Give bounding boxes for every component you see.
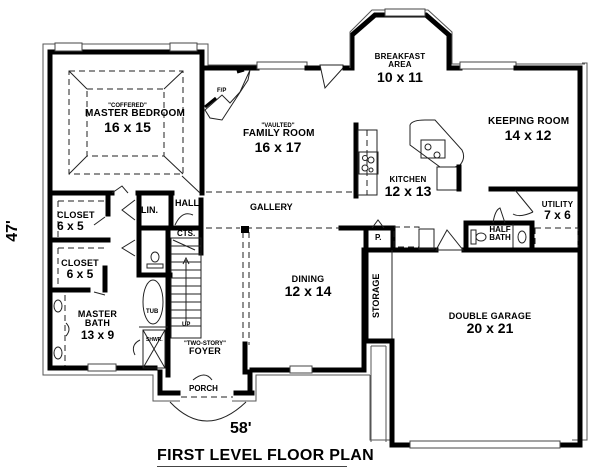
fireplace-label: F/P: [217, 88, 227, 94]
closet1-name: CLOSET: [57, 210, 95, 220]
tub-label: TUB: [146, 309, 159, 315]
dining-name: DINING: [291, 274, 325, 284]
stairs-up-label: UP: [182, 322, 191, 328]
depth-dimension: 47': [3, 220, 21, 242]
breakfast-size: 10 x 11: [377, 68, 423, 85]
room-closet-1: CLOSET 6 x 5: [57, 210, 97, 234]
utility-name: UTILITY: [541, 200, 574, 209]
dining-walls: [241, 226, 367, 375]
garage-name: DOUBLE GARAGE: [448, 311, 532, 321]
master-bath-name: MASTER: [77, 309, 118, 319]
room-dining: DINING 12 x 14: [278, 274, 338, 300]
breakfast-name2: AREA: [388, 60, 412, 70]
width-dimension: 58': [230, 420, 252, 437]
storage-label: STORAGE: [371, 273, 381, 318]
room-closet-2: CLOSET 6 x 5: [60, 258, 100, 282]
half-bath-name2: BATH: [489, 233, 511, 243]
room-master-bedroom: "COFFERED" MASTER BEDROOM 16 x 15: [85, 103, 186, 135]
family-room-size: 16 x 17: [254, 138, 302, 155]
closet2-name: CLOSET: [61, 258, 99, 268]
coats-closet-label: CTS.: [177, 229, 196, 238]
porch-label: PORCH: [189, 384, 218, 393]
room-double-garage: DOUBLE GARAGE 20 x 21: [440, 311, 540, 337]
kitchen-name: KITCHEN: [389, 175, 427, 184]
foyer-note: "TWO-STORY": [183, 341, 227, 347]
garage-size: 20 x 21: [466, 320, 514, 337]
room-family-room: "VAULTED" FAMILY ROOM 16 x 17: [243, 123, 315, 155]
breakfast-bay: [349, 8, 585, 71]
hall-label: HALL: [175, 198, 199, 208]
porch-step-arc: [169, 401, 247, 422]
kitchen-size: 12 x 13: [384, 183, 432, 200]
front-door-swing: [192, 374, 213, 381]
half-bath-name: HALF: [489, 225, 511, 234]
master-bedroom-walls: [47, 42, 205, 371]
family-room-name: FAMILY ROOM: [243, 128, 315, 140]
gallery-label: GALLERY: [250, 202, 293, 212]
closet1-size: 6 x 5: [57, 219, 84, 234]
breakfast-name: BREAKFAST: [374, 52, 426, 61]
room-keeping-room: KEEPING ROOM 14 x 12: [488, 116, 570, 143]
closet2-size: 6 x 5: [66, 267, 94, 282]
room-master-bath: MASTER BATH 13 x 9: [75, 309, 120, 342]
keeping-room-name: KEEPING ROOM: [488, 116, 570, 127]
east-walls: [488, 65, 583, 443]
dining-size: 12 x 14: [284, 283, 332, 300]
kitchen-fixtures: [206, 119, 465, 199]
storage-garage: [363, 247, 583, 449]
room-breakfast-area: BREAKFAST AREA 10 x 11: [370, 52, 430, 85]
pantry-label: P.: [375, 233, 382, 242]
family-room-note: "VAULTED": [261, 123, 295, 129]
master-bedroom-name: MASTER BEDROOM: [85, 108, 186, 120]
master-bedroom-size: 16 x 15: [104, 118, 151, 135]
utility-size: 7 x 6: [544, 208, 571, 223]
master-bath-name2: BATH: [84, 318, 111, 329]
master-suite-walls: [47, 185, 255, 398]
kitchen-south: [338, 219, 583, 253]
room-half-bath: HALF BATH: [486, 225, 514, 243]
room-utility: UTILITY 7 x 6: [535, 200, 580, 223]
title-underline: [157, 466, 347, 467]
master-bath-size: 13 x 9: [80, 327, 115, 342]
linen-label: LIN.: [141, 205, 158, 215]
staircase: [170, 237, 202, 339]
master-bedroom-note: "COFFERED": [108, 103, 147, 109]
foyer-name: FOYER: [188, 346, 221, 357]
room-foyer: "TWO-STORY" FOYER: [182, 341, 228, 357]
plan-title: FIRST LEVEL FLOOR PLAN: [157, 447, 374, 464]
shower-label: SHWR.: [146, 337, 163, 343]
room-kitchen: KITCHEN 12 x 13: [383, 175, 433, 200]
keeping-room-size: 14 x 12: [504, 126, 552, 143]
utility-halfbath: [463, 189, 579, 253]
